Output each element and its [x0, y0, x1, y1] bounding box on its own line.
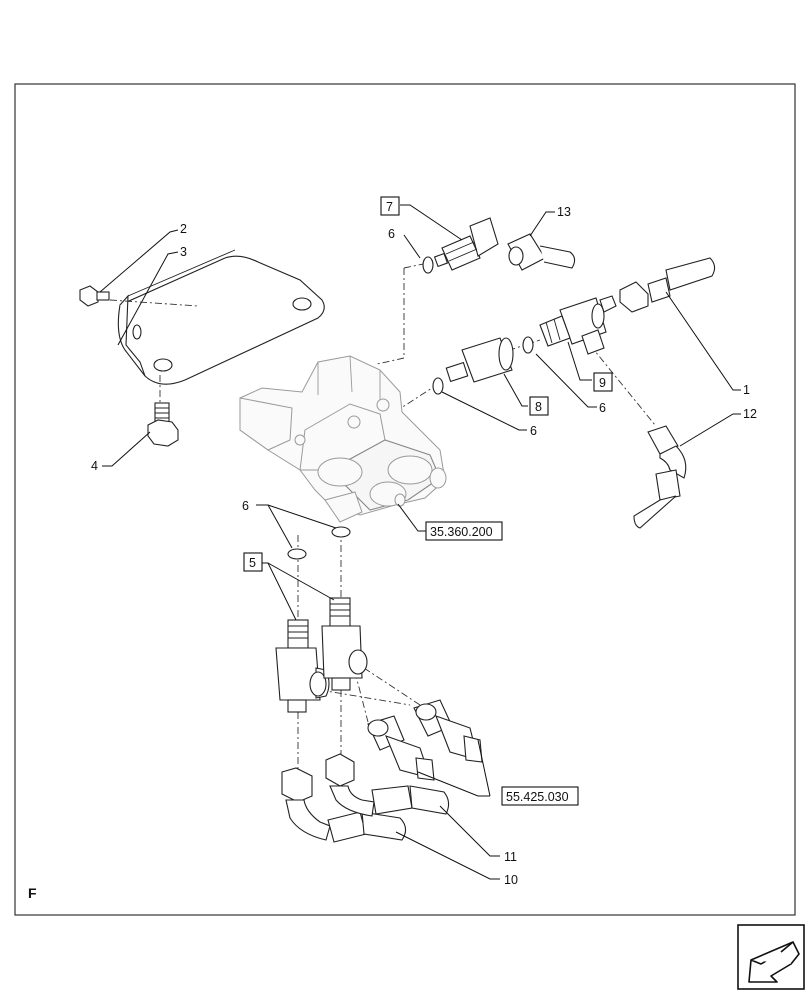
callout-1: 1 [743, 383, 750, 397]
callout-6-mid: 6 [530, 424, 537, 438]
view-letter: F [28, 885, 37, 901]
hose-part-12 [633, 425, 687, 529]
next-page-arrow-icon[interactable] [737, 924, 805, 990]
o-ring-part-6-b [432, 377, 444, 395]
ref-55-425-030: 55.425.030 [506, 790, 569, 804]
o-ring-part-6-e [331, 526, 351, 538]
callout-6-right: 6 [599, 401, 606, 415]
sensor-part-7 [433, 217, 499, 271]
hose-part-11 [325, 753, 450, 817]
bracket-part-3 [117, 249, 325, 385]
tee-fitting-part-5-right [321, 597, 368, 691]
pressure-sensor-lower [367, 715, 435, 781]
callout-12: 12 [743, 407, 757, 421]
o-ring-part-6-d [287, 548, 307, 560]
tee-fitting-part-5-left [275, 619, 330, 713]
callout-13: 13 [557, 205, 571, 219]
o-ring-part-6-a [422, 256, 434, 274]
callout-4: 4 [91, 459, 98, 473]
callout-11: 11 [504, 850, 517, 864]
callout-6-left: 6 [242, 499, 249, 513]
hose-part-10 [281, 767, 407, 843]
ref-35-360-200: 35.360.200 [430, 525, 493, 539]
callout-8-box [529, 396, 549, 416]
callout-3: 3 [180, 245, 187, 259]
bolt-part-4 [147, 402, 179, 447]
hose-part-1 [619, 257, 716, 313]
callout-10: 10 [504, 873, 518, 887]
ref-35-360-200-box [425, 521, 503, 541]
valve-assembly [239, 355, 447, 523]
ref-55-425-030-box [501, 786, 579, 806]
callout-7-box [380, 196, 400, 216]
callout-6-top: 6 [388, 227, 395, 241]
callout-9: 9 [599, 376, 606, 390]
o-ring-part-6-c [522, 336, 534, 354]
connector-part-13 [507, 233, 576, 271]
bolt-part-2 [79, 285, 110, 307]
callout-5: 5 [249, 556, 256, 570]
callout-2: 2 [180, 222, 187, 236]
arrow-icon [737, 924, 805, 990]
diagram-frame [14, 83, 796, 916]
callout-9-box [593, 372, 613, 392]
fitting-part-8 [445, 337, 514, 383]
callout-5-box [243, 552, 263, 572]
callout-8: 8 [535, 400, 542, 414]
tee-fitting-part-9 [539, 295, 617, 355]
pressure-sensor-upper [413, 699, 483, 763]
callout-7: 7 [386, 200, 393, 214]
